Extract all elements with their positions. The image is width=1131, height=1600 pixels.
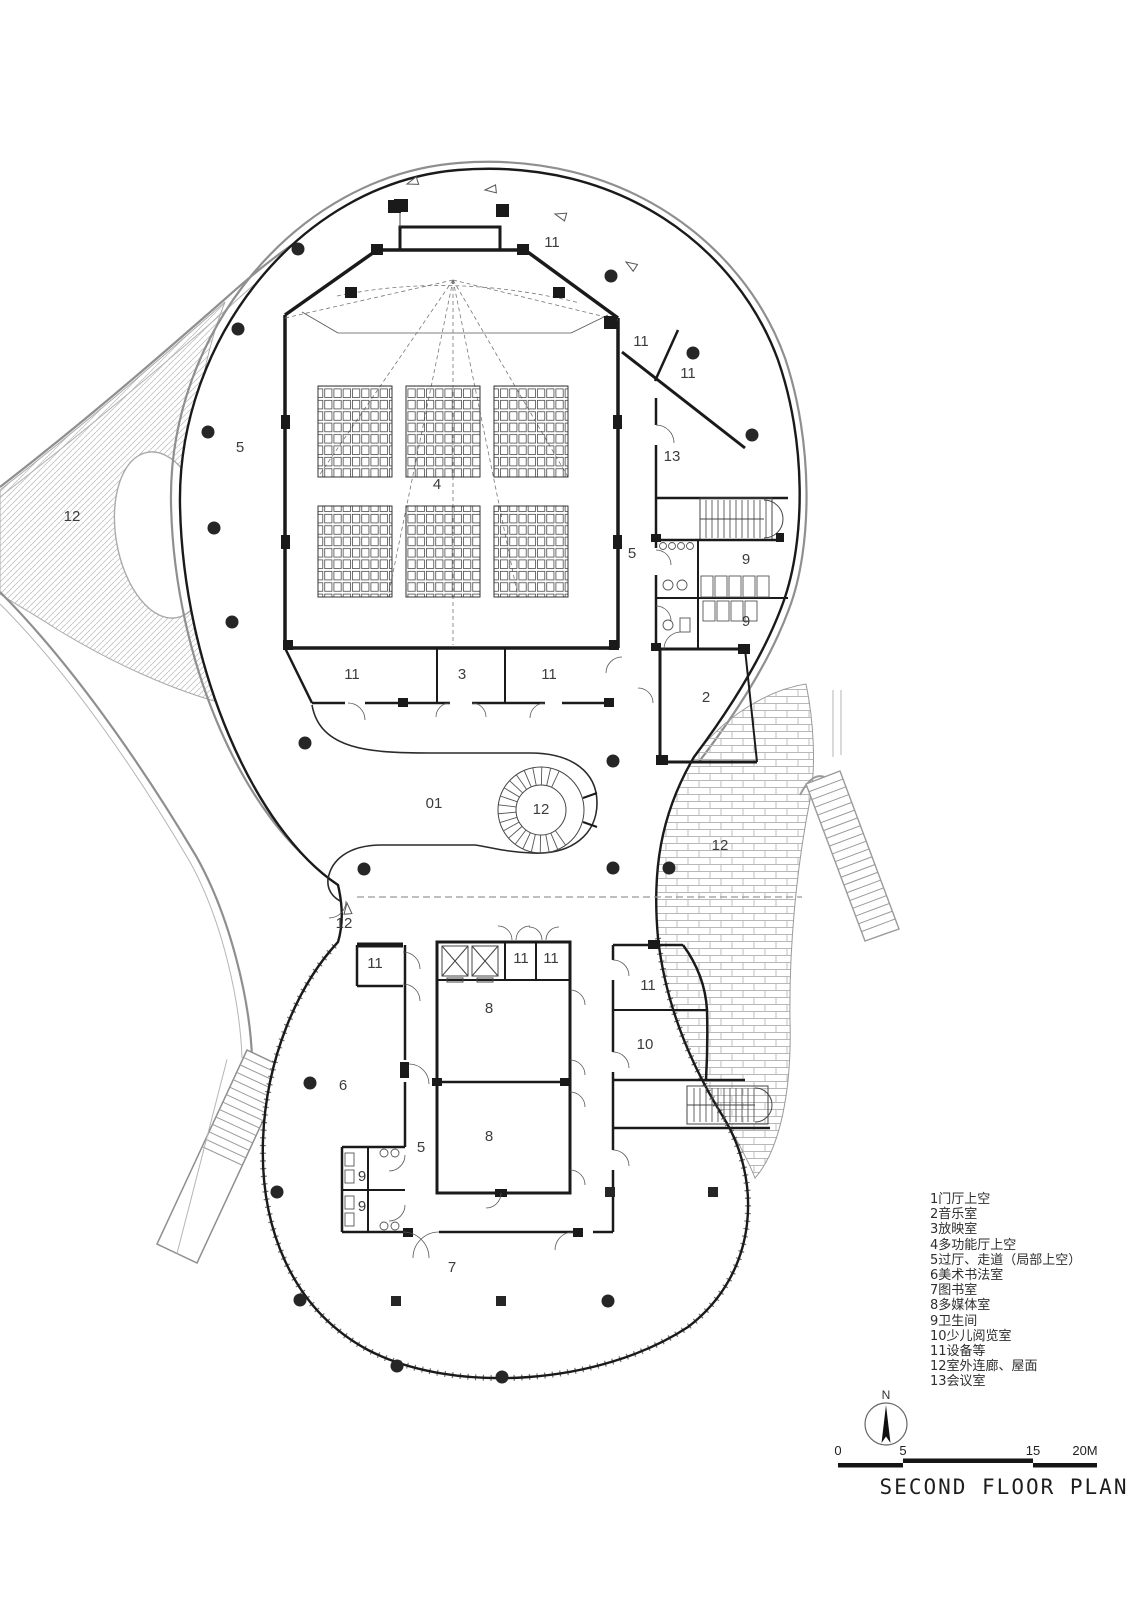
room-number-label: 11 [367,955,383,972]
room-number-label: 13 [664,448,681,465]
room-labels: 11 11 11 13 9 9 2 5 5 12 4 11 3 11 01 12 12 12 11 11 11 8 8 11 1… [64,234,751,1276]
scale-bar: 0 5 15 20M [834,1443,1098,1468]
toilet-stalls [659,542,770,633]
room-number-label: 9 [358,1168,366,1185]
room-number-label: 4 [433,476,441,493]
legend-item: 6美术书法室 [930,1268,1004,1284]
room-number-label: 5 [628,545,636,562]
room-number-label: 3 [458,666,466,683]
room-number-label: 11 [680,365,696,382]
building-outline [178,167,801,1382]
outdoor-stair-southwest [156,1048,288,1265]
title-block: N 0 5 15 20M SECOND FLOOR PLAN [834,1388,1129,1499]
legend-item: 13会议室 [930,1374,986,1390]
room-number-label: 10 [637,1036,654,1053]
rooms-top-right-wing [621,329,788,765]
room-number-label: 11 [344,666,360,683]
scale-tick-20m: 20M [1072,1443,1097,1458]
room-number-label: 9 [742,551,750,568]
room-number-label: 11 [633,333,649,350]
legend-item: 2音乐室 [930,1207,978,1223]
plan-title: SECOND FLOOR PLAN [880,1475,1129,1499]
stair-treads [201,1056,284,1166]
elevator-icon [441,945,499,983]
facade-outer-gray [169,160,808,879]
room-number-label: 5 [236,439,244,456]
hall-seating [317,385,569,598]
rooms-row-11-3-11 [283,647,614,707]
legend-item: 10少儿阅览室 [930,1328,1012,1344]
legend-item: 1门厅上空 [930,1192,991,1207]
room-number-label: 9 [742,613,750,630]
atrium-corridor [311,704,802,902]
room-number-label: 11 [544,234,560,251]
ramp-treads [808,778,896,933]
multifunction-hall [281,199,622,650]
room-number-label: 12 [712,837,729,854]
room-number-label: 11 [640,977,656,994]
room-number-label: 11 [541,666,557,683]
room-number-label: 11 [543,950,559,967]
scale-tick-0: 0 [834,1443,841,1458]
legend-item: 7图书室 [930,1283,978,1299]
room-number-label: 01 [426,795,443,812]
structural-columns [201,242,759,1384]
north-label: N [882,1388,891,1402]
legend-item: 8多媒体室 [930,1298,991,1314]
door-swings [328,424,682,1259]
toilet-fixtures [344,1148,400,1231]
legend-item: 3放映室 [930,1222,978,1238]
room-number-label: 6 [339,1077,347,1094]
legend-item: 9卫生间 [930,1313,978,1329]
spiral-stair [497,766,598,854]
room-number-label: 12 [64,508,81,525]
north-arrow-icon: N [864,1388,908,1446]
legend-item: 12室外连廊、屋面 [930,1359,1038,1375]
scale-tick-5: 5 [899,1443,906,1458]
legend-item: 5过厅、走道（局部上空） [930,1252,1082,1268]
room-number-label: 12 [533,801,550,818]
stairs-northeast [699,497,784,541]
room-number-label: 9 [358,1198,366,1215]
legend-item: 4多功能厅上空 [930,1237,1017,1253]
room-number-label: 5 [417,1139,425,1156]
legend-item: 11设备等 [930,1344,986,1360]
rooms-bottom-wing [340,940,773,1237]
stairs-southeast [686,1085,773,1125]
building-outline-stroke [178,167,801,1380]
room-number-label: 12 [336,915,353,932]
outdoor-ramp-east [805,770,900,942]
room-number-label: 11 [513,950,529,967]
room-number-label: 2 [702,689,710,706]
hall-pilasters [281,200,622,650]
room-number-label: 8 [485,1128,493,1145]
facade-vent-icon [343,175,639,915]
room-number-label: 8 [485,1000,493,1017]
scale-tick-15: 15 [1026,1443,1040,1458]
room-number-label: 7 [448,1259,456,1276]
